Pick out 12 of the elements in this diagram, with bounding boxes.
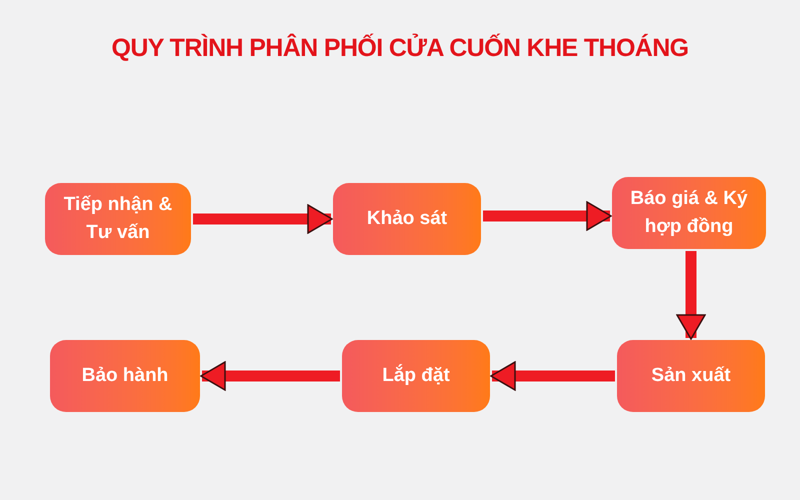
process-box: Bảo hành — [50, 340, 200, 412]
arrow — [483, 201, 612, 231]
title: QUY TRÌNH PHÂN PHỐI CỬA CUỐN KHE THOÁNG — [110, 32, 690, 64]
arrow — [193, 204, 333, 234]
process-box: Tiếp nhận & Tư vấn — [45, 183, 191, 255]
process-box: Lắp đặt — [342, 340, 490, 412]
arrow — [200, 361, 340, 391]
process-box: Báo giá & Ký hợp đồng — [612, 177, 766, 249]
arrow — [676, 251, 706, 340]
process-box: Sản xuất — [617, 340, 765, 412]
arrow — [490, 361, 615, 391]
process-box: Khảo sát — [333, 183, 481, 255]
